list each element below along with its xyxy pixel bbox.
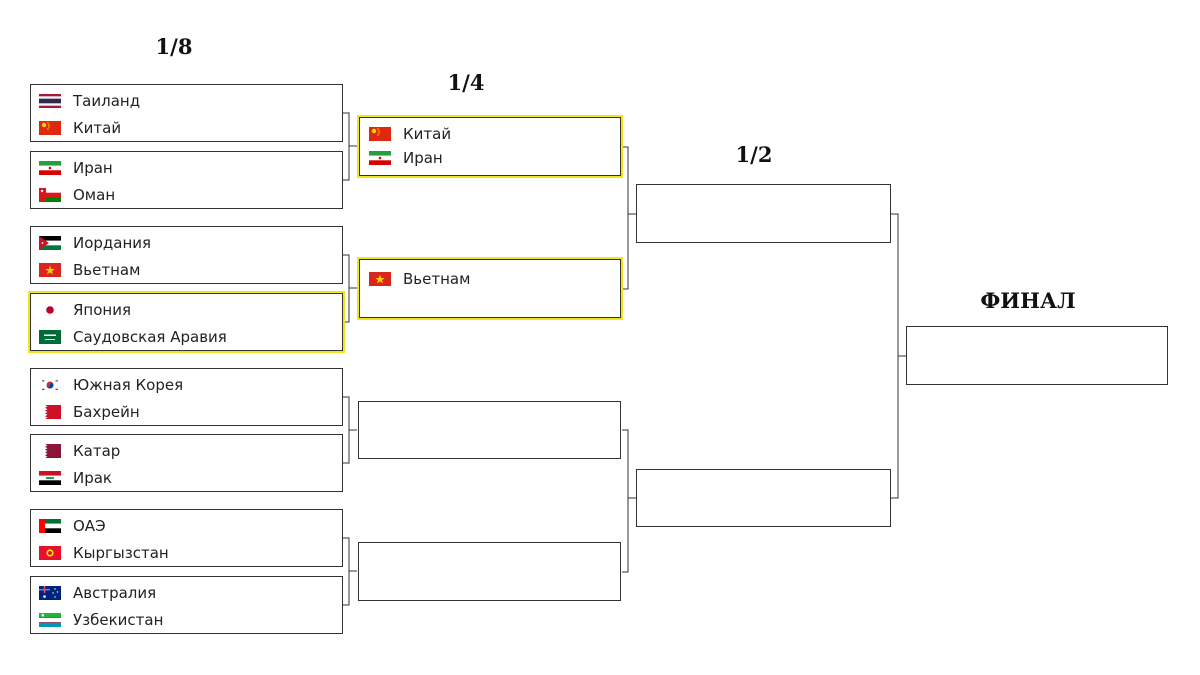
team-name: Южная Корея	[73, 375, 184, 394]
team-name: Вьетнам	[403, 269, 471, 288]
team-slot: Кыргызстан	[31, 539, 342, 566]
team-name: Китай	[73, 118, 122, 137]
match-r16-7[interactable]: ОАЭ Кыргызстан	[30, 509, 343, 567]
bahrain-flag-icon	[39, 404, 61, 419]
jordan-flag-icon	[39, 235, 61, 250]
round-title-final: ФИНАЛ	[980, 288, 1076, 313]
team-slot: Таиланд	[31, 87, 342, 114]
iraq-flag-icon	[39, 470, 61, 485]
match-r16-5[interactable]: Южная Корея Бахрейн	[30, 368, 343, 426]
team-slot: Оман	[31, 181, 342, 208]
team-name: Оман	[73, 185, 116, 204]
team-slot: Иран	[31, 154, 342, 181]
oman-flag-icon	[39, 187, 61, 202]
team-slot: Иран	[360, 146, 620, 170]
australia-flag-icon	[39, 585, 61, 600]
match-qf-4[interactable]	[358, 542, 621, 601]
japan-flag-icon	[39, 302, 61, 317]
vietnam-flag-icon	[369, 271, 391, 286]
team-name: Ирак	[73, 468, 112, 487]
south-korea-flag-icon	[39, 377, 61, 392]
team-slot: Китай	[360, 122, 620, 146]
uzbekistan-flag-icon	[39, 612, 61, 627]
match-r16-6[interactable]: Катар Ирак	[30, 434, 343, 492]
team-name: Таиланд	[73, 91, 141, 110]
match-final[interactable]	[906, 326, 1168, 385]
team-name: Вьетнам	[73, 260, 141, 279]
team-name: ОАЭ	[73, 516, 106, 535]
team-name: Япония	[73, 300, 131, 319]
china-flag-icon	[39, 120, 61, 135]
saudi-arabia-flag-icon	[39, 329, 61, 344]
match-qf-2[interactable]: Вьетнам	[357, 257, 623, 320]
round-title-qf: 1/4	[447, 70, 485, 95]
round-title-r16: 1/8	[155, 34, 193, 59]
team-slot: Саудовская Аравия	[31, 323, 342, 350]
team-slot: Иордания	[31, 229, 342, 256]
team-slot: Китай	[31, 114, 342, 141]
vietnam-flag-icon	[39, 262, 61, 277]
uae-flag-icon	[39, 518, 61, 533]
team-slot: Австралия	[31, 579, 342, 606]
china-flag-icon	[369, 127, 391, 141]
team-name: Иордания	[73, 233, 152, 252]
match-sf-2[interactable]	[636, 469, 891, 527]
team-slot: Бахрейн	[31, 398, 342, 425]
team-slot: Вьетнам	[31, 256, 342, 283]
kyrgyzstan-flag-icon	[39, 545, 61, 560]
qatar-flag-icon	[39, 443, 61, 458]
team-slot: Катар	[31, 437, 342, 464]
team-name: Узбекистан	[73, 610, 164, 629]
match-r16-2[interactable]: Иран Оман	[30, 151, 343, 209]
match-r16-8[interactable]: Австралия Узбекистан	[30, 576, 343, 634]
match-r16-1[interactable]: Таиланд Китай	[30, 84, 343, 142]
team-slot: Вьетнам	[360, 265, 620, 292]
round-title-sf: 1/2	[735, 142, 773, 167]
team-name: Катар	[73, 441, 121, 460]
match-qf-3[interactable]	[358, 401, 621, 459]
team-slot: Ирак	[31, 464, 342, 491]
team-slot: Узбекистан	[31, 606, 342, 633]
team-name: Саудовская Аравия	[73, 327, 227, 346]
team-name: Кыргызстан	[73, 543, 169, 562]
team-slot: Южная Корея	[31, 371, 342, 398]
team-name: Иран	[403, 149, 443, 167]
team-slot: Япония	[31, 296, 342, 323]
match-sf-1[interactable]	[636, 184, 891, 243]
match-r16-4[interactable]: Япония Саудовская Аравия	[28, 291, 345, 353]
team-name: Австралия	[73, 583, 157, 602]
iran-flag-icon	[39, 160, 61, 175]
team-name: Китай	[403, 125, 452, 143]
team-name: Бахрейн	[73, 402, 140, 421]
match-qf-1[interactable]: Китай Иран	[357, 115, 623, 178]
iran-flag-icon	[369, 151, 391, 165]
team-slot: ОАЭ	[31, 512, 342, 539]
thailand-flag-icon	[39, 93, 61, 108]
match-r16-3[interactable]: Иордания Вьетнам	[30, 226, 343, 284]
team-name: Иран	[73, 158, 113, 177]
